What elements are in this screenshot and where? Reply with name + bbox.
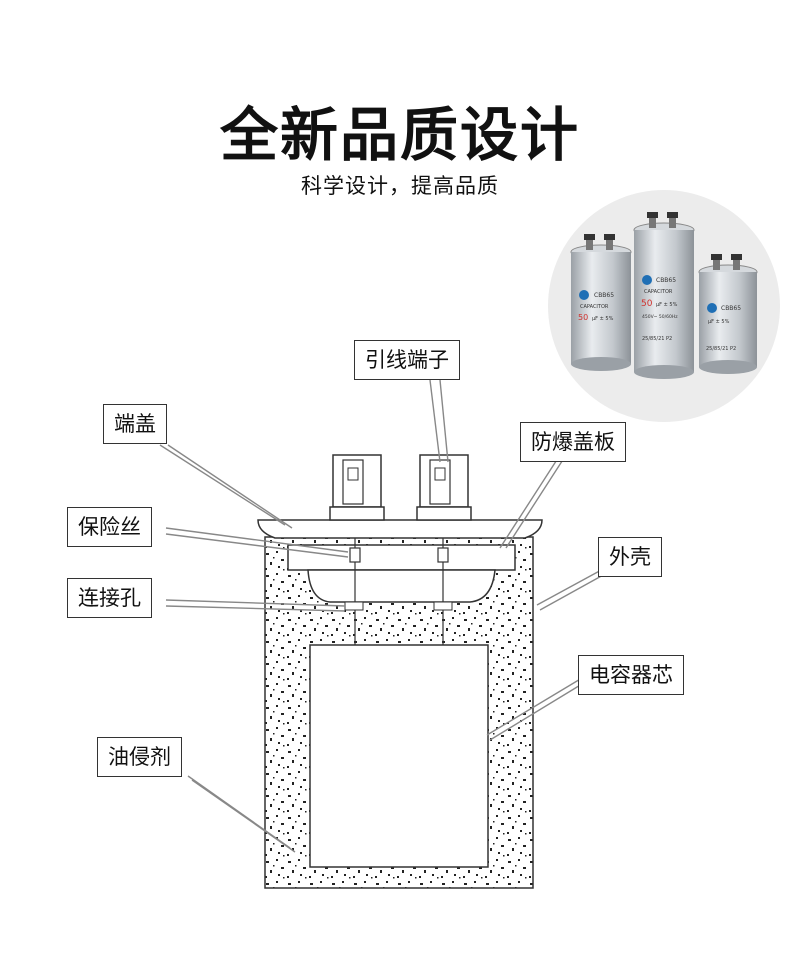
fuse-left bbox=[349, 547, 361, 563]
brand-logo-icon bbox=[579, 290, 589, 300]
product-photo: CBB65 CAPACITOR 50 μF ± 5% CBB65 CAPACIT… bbox=[548, 190, 780, 422]
capacitor-structure-diagram bbox=[159, 379, 606, 889]
fuse-right bbox=[437, 547, 449, 563]
svg-text:CAPACITOR: CAPACITOR bbox=[644, 289, 673, 295]
svg-text:25/85/21 P2: 25/85/21 P2 bbox=[706, 346, 736, 352]
svg-text:50: 50 bbox=[641, 299, 653, 309]
label-lead-terminal: 引线端子 bbox=[354, 340, 460, 380]
photo-tolerance-text: μF ± 5% bbox=[592, 316, 614, 322]
photo-brand-text: CBB65 bbox=[594, 292, 614, 299]
photo-capacitor-text: CAPACITOR bbox=[580, 304, 609, 310]
capacitor-core bbox=[309, 644, 489, 868]
page-title: 全新品质设计 bbox=[219, 101, 580, 169]
label-end-cap: 端盖 bbox=[103, 404, 167, 444]
label-oil-immersion: 油侵剂 bbox=[97, 737, 182, 777]
label-explosion-cover: 防爆盖板 bbox=[520, 422, 626, 462]
end-cap bbox=[257, 519, 543, 539]
page-subtitle: 科学设计，提高品质 bbox=[301, 174, 499, 198]
capacitor-product-illustration: CBB65 CAPACITOR 50 μF ± 5% CBB65 CAPACIT… bbox=[570, 212, 758, 379]
svg-text:μF ± 5%: μF ± 5% bbox=[656, 302, 678, 308]
photo-class-text: 25/85/21 P2 bbox=[642, 336, 672, 342]
svg-text:CBB65: CBB65 bbox=[656, 277, 676, 284]
label-connection-hole: 连接孔 bbox=[67, 578, 152, 618]
photo-voltage-text: 450V~ 50/60Hz bbox=[642, 314, 678, 320]
svg-text:μF ± 5%: μF ± 5% bbox=[708, 319, 730, 325]
label-fuse: 保险丝 bbox=[67, 507, 152, 547]
label-core: 电容器芯 bbox=[578, 655, 684, 695]
svg-text:CBB65: CBB65 bbox=[721, 305, 741, 312]
photo-rating-text: 50 bbox=[578, 313, 588, 322]
label-shell: 外壳 bbox=[598, 537, 662, 577]
